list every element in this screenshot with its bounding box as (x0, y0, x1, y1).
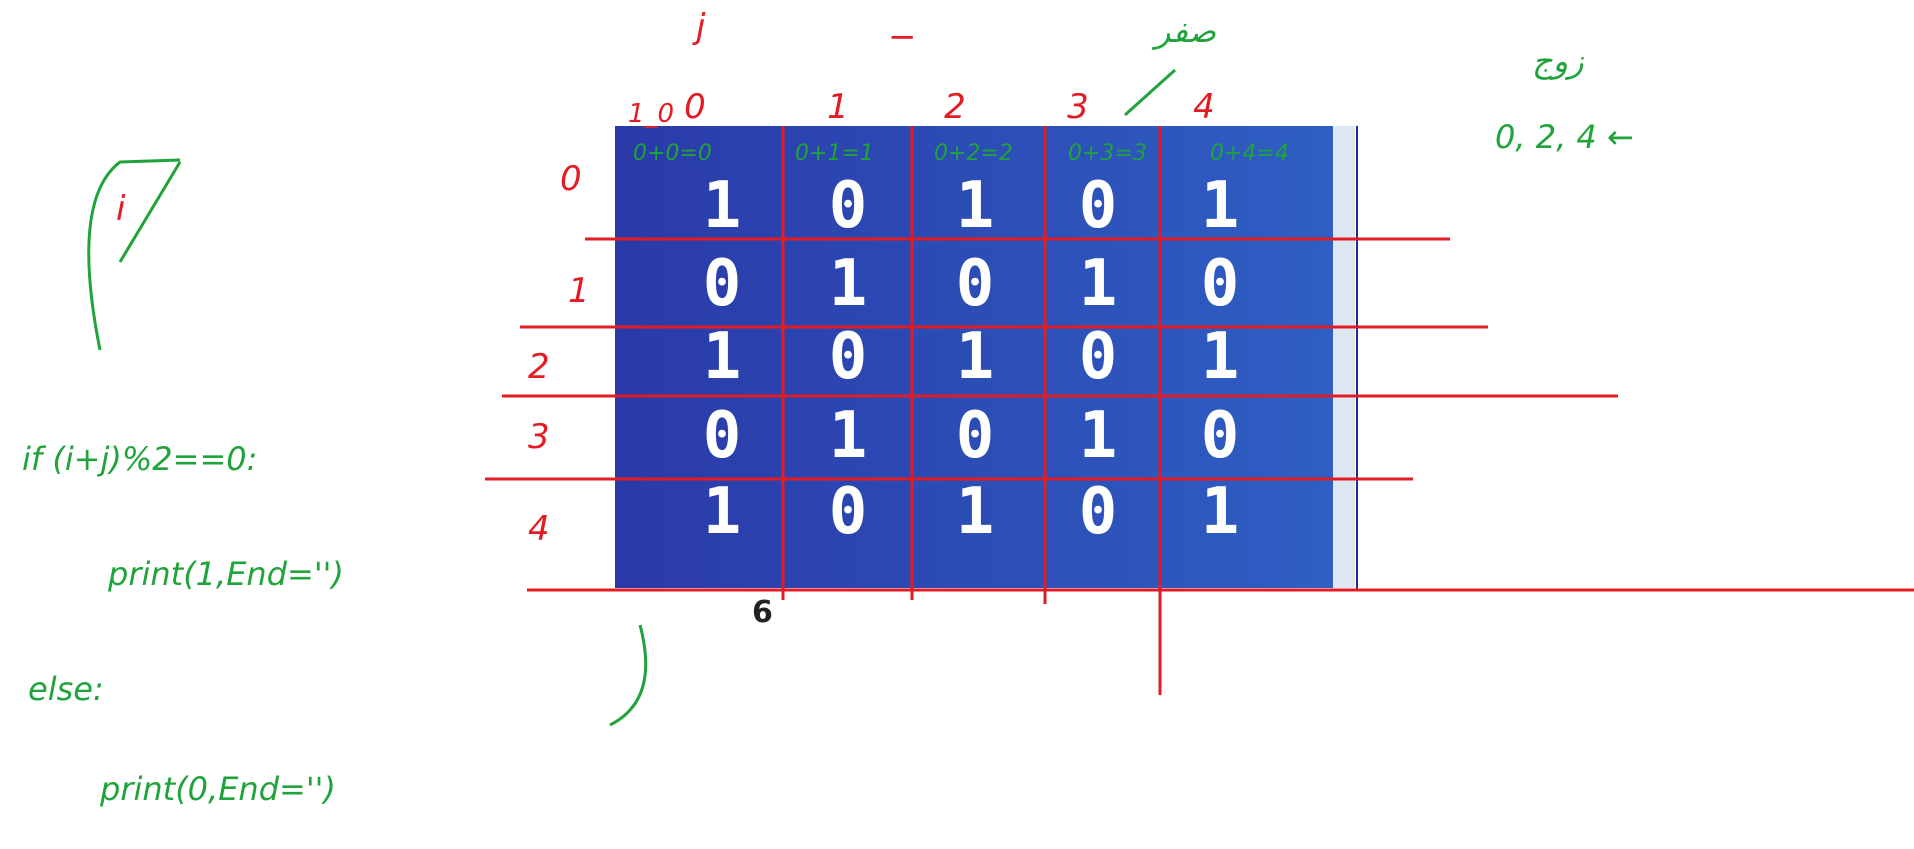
matrix-cell-r1-c3: 1 (1079, 247, 1118, 321)
zero-note-arrow (1123, 68, 1177, 117)
row-index-4: 4 (528, 509, 550, 549)
matrix-cell-r3-c4: 0 (1201, 399, 1240, 473)
red-grid-lines (485, 126, 1914, 695)
column-index-3: 3 (1067, 87, 1089, 127)
row-index-labels: 0 12 3 4 (528, 159, 590, 549)
top-left-index-mark: 1_0 (628, 99, 674, 129)
code-line-4: print(0,End='') (99, 770, 336, 808)
matrix-panel (615, 126, 1333, 588)
matrix-cell-r4-c0: 1 (703, 475, 742, 549)
column-index-labels: 0 1 2 3 4 (684, 87, 1215, 127)
matrix-cell-r4-c1: 0 (829, 475, 868, 549)
matrix-cell-r4-c3: 0 (1079, 475, 1118, 549)
sum-notes: 0+0=0 0+1=1 0+2=2 0+3=3 0+4=4 (633, 141, 1289, 166)
code-line-2: print(1,End='') (107, 555, 344, 593)
sum-note-0: 0+0=0 (633, 141, 712, 166)
matrix-cell-r2-c1: 0 (829, 320, 868, 394)
minus-mark: − (888, 17, 917, 57)
arabic-even-note: زوج (1532, 42, 1584, 80)
bottom-mark: 6 (752, 595, 773, 630)
matrix-cell-r0-c4: 1 (1201, 169, 1240, 243)
code-line-1: if (i+j)%2==0: (22, 440, 257, 478)
matrix-cell-r3-c2: 0 (956, 399, 995, 473)
matrix-cell-r2-c0: 1 (703, 320, 742, 394)
row-index-0: 0 (560, 159, 582, 199)
matrix-cell-r4-c2: 1 (956, 475, 995, 549)
matrix-cell-r0-c2: 1 (956, 169, 995, 243)
matrix-cell-r1-c1: 1 (829, 247, 868, 321)
matrix-cell-r4-c4: 1 (1201, 475, 1240, 549)
row-index-2: 2 (528, 347, 550, 387)
matrix-cell-r1-c4: 0 (1201, 247, 1240, 321)
row-index-3: 3 (528, 417, 550, 457)
sum-note-1: 0+1=1 (795, 141, 874, 166)
i-label: i (116, 189, 126, 229)
matrix-cell-r2-c4: 1 (1201, 320, 1240, 394)
even-list-note: 0, 2, 4 ← (1495, 118, 1634, 156)
i-arrow-shape (87, 158, 182, 351)
sum-note-4: 0+4=4 (1210, 141, 1289, 166)
sum-note-3: 0+3=3 (1068, 141, 1147, 166)
column-index-2: 2 (944, 87, 966, 127)
matrix-cell-r1-c0: 0 (703, 247, 742, 321)
code-line-3: else: (28, 670, 104, 708)
matrix-cell-r1-c2: 0 (956, 247, 995, 321)
column-index-0: 0 (684, 87, 706, 127)
code-paren-arc (609, 624, 648, 727)
j-label: j (692, 7, 706, 47)
row-index-1: 1 (568, 271, 590, 311)
matrix-cell-r3-c3: 1 (1079, 399, 1118, 473)
matrix-cell-r0-c3: 0 (1079, 169, 1118, 243)
column-index-4: 4 (1193, 87, 1215, 127)
matrix-cell-r0-c1: 0 (829, 169, 868, 243)
arabic-zero-note: صفر (1151, 12, 1217, 50)
column-index-1: 1 (827, 87, 849, 127)
matrix-cell-r2-c2: 1 (956, 320, 995, 394)
sum-note-2: 0+2=2 (934, 141, 1013, 166)
matrix-cell-r0-c0: 1 (703, 169, 742, 243)
matrix-cell-r2-c3: 0 (1079, 320, 1118, 394)
matrix-cell-r3-c0: 0 (703, 399, 742, 473)
matrix-panel-edge (1333, 126, 1355, 588)
matrix-cell-r3-c1: 1 (829, 399, 868, 473)
